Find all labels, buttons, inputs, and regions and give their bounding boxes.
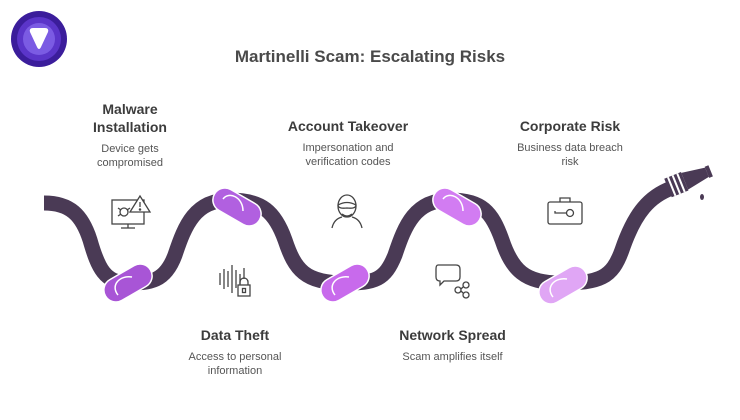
briefcase-key-icon: [547, 197, 583, 225]
step-title: Installation: [93, 119, 167, 135]
step-corporate-risk: Corporate Risk Business data breach risk: [495, 117, 645, 169]
knot-1: [103, 263, 153, 303]
step-malware-installation: Malware Installation Device gets comprom…: [65, 100, 195, 170]
step-title: Data Theft: [200, 327, 270, 343]
step-title: Corporate Risk: [519, 118, 621, 134]
logo-icon: [11, 11, 67, 67]
step-desc: information: [207, 365, 263, 377]
step-title: Account Takeover: [287, 118, 409, 134]
step-title: Network Spread: [399, 327, 506, 343]
audio-lock-icon: [219, 265, 251, 297]
step-desc: Impersonation and: [302, 142, 394, 154]
step-desc: Scam amplifies itself: [402, 351, 503, 363]
step-desc: Access to personal: [188, 351, 282, 363]
chat-share-icon: [435, 264, 470, 299]
knot-4: [432, 187, 482, 227]
step-desc: Device gets: [101, 143, 159, 155]
step-account-takeover: Account Takeover Impersonation and verif…: [273, 117, 423, 169]
step-desc: compromised: [96, 157, 164, 169]
step-data-theft: Data Theft Access to personal informatio…: [170, 326, 300, 378]
hose-nozzle: [664, 165, 713, 198]
knot-2: [212, 187, 262, 227]
knot-3: [320, 263, 370, 303]
step-desc: verification codes: [305, 156, 391, 168]
step-desc: risk: [561, 156, 579, 168]
step-desc: Business data breach: [517, 142, 623, 154]
step-network-spread: Network Spread Scam amplifies itself: [380, 326, 525, 364]
step-title: Malware: [102, 101, 158, 117]
knot-5: [538, 265, 588, 305]
computer-bug-warning-icon: [111, 194, 152, 229]
masked-person-icon: [331, 194, 363, 229]
water-drop: [700, 194, 704, 200]
page-title: Martinelli Scam: Escalating Risks: [234, 47, 506, 66]
